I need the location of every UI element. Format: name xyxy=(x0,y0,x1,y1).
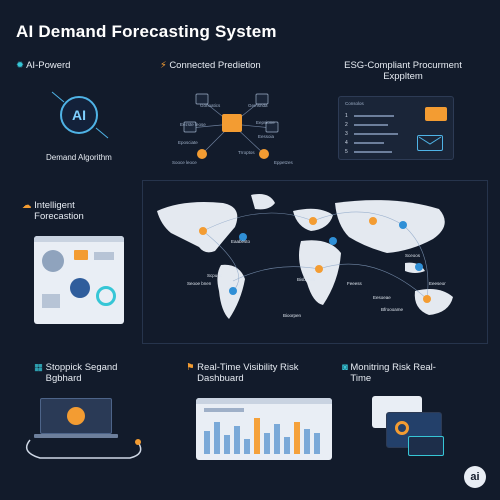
pie-icon xyxy=(395,421,409,435)
map-label: Scpuoc xyxy=(207,273,223,278)
forecast-dashboard xyxy=(34,236,124,324)
esg-list: 1 2 3 4 5 xyxy=(345,111,398,156)
chart-bar xyxy=(214,422,220,454)
map-label: Bisbirses xyxy=(297,277,316,282)
chart-bar xyxy=(294,422,300,454)
connected-title: Connected Predietion xyxy=(169,60,261,71)
ai-connector-lines xyxy=(51,91,109,139)
map-label: Eeeseor xyxy=(429,281,446,286)
node-label: Eepsione xyxy=(256,120,275,125)
chart-bar xyxy=(254,418,260,454)
laptop-screen xyxy=(40,398,112,434)
ai-chip-label: AI xyxy=(72,107,86,123)
ai-chip-icon: AI xyxy=(60,96,98,134)
row-number: 1 xyxy=(345,112,348,119)
doc-icon xyxy=(42,294,60,308)
node-label: Sooce leoce xyxy=(172,160,197,165)
page-title: AI Demand Forecasting System xyxy=(16,22,277,41)
row-number: 3 xyxy=(345,130,348,137)
node-label: Eposciate xyxy=(178,140,198,145)
intelligent-header: ☁ Intelligent Forecastion xyxy=(22,200,104,222)
map-label: Eesoeae xyxy=(373,295,391,300)
chart-icon xyxy=(74,250,88,260)
node-label: Eessoia xyxy=(258,134,275,139)
node-label: Eezste leose xyxy=(180,122,206,127)
node-label: Eppetzes xyxy=(274,160,293,165)
list-item: 2 xyxy=(345,120,398,129)
stoppick-title: Stoppick Segand Bgbhard xyxy=(45,362,118,384)
row-bar xyxy=(353,150,392,153)
chart-bar xyxy=(234,426,240,454)
calendar-icon xyxy=(94,252,114,260)
list-item: 4 xyxy=(345,138,398,147)
list-item: 1 xyxy=(345,111,398,120)
ai-powered-header: ✹ AI-Powerd xyxy=(16,60,146,71)
chart-bar xyxy=(204,430,210,454)
list-item: 3 xyxy=(345,129,398,138)
ai-powered-caption: Demand Algorithm xyxy=(46,153,112,162)
chart-bar xyxy=(284,437,290,454)
gauge-icon xyxy=(96,286,116,306)
map-label: Sceoos xyxy=(405,253,421,258)
chart-bar xyxy=(314,432,320,454)
link-icon: ⚡ xyxy=(160,60,167,71)
node-label: Trroptos xyxy=(238,150,255,155)
esg-panel: Consolos 1 2 3 4 5 xyxy=(338,96,454,160)
monitoring-header: ◙ Monitring Risk Real-Time xyxy=(342,362,440,384)
chart-bar xyxy=(304,428,310,454)
map-label: Seooe bnen xyxy=(187,281,212,286)
connected-header: ⚡ Connected Predietion xyxy=(160,60,261,71)
world-map: Eaabesto Scpuoc Seooe bnen Bisbirses Fee… xyxy=(142,180,488,344)
window-bar xyxy=(34,236,124,242)
alert-icon xyxy=(67,407,85,425)
avatar-icon xyxy=(42,250,64,272)
row-bar xyxy=(353,141,384,144)
stoppick-header: ▦ Stoppick Segand Bgbhard xyxy=(34,362,136,384)
esg-title: ESG-Compliant Procurment Exppltem xyxy=(344,60,462,82)
chart-bar xyxy=(244,439,250,454)
laptop-base xyxy=(34,434,118,438)
gear-icon: ✹ xyxy=(16,60,24,71)
map-label: Bfroooame xyxy=(381,307,404,312)
dashboard-heading-bar xyxy=(204,408,244,412)
watermark-logo: ai xyxy=(464,466,486,488)
row-bar xyxy=(353,114,394,117)
ai-powered-title: AI-Powerd xyxy=(26,60,71,71)
row-bar xyxy=(353,123,388,126)
node-label: Gonoatics xyxy=(200,103,221,108)
risk-dashboard xyxy=(196,398,332,460)
ai-badge-icon: ◙ xyxy=(342,362,348,373)
cloud-icon: ☁ xyxy=(22,200,32,211)
cloud-sync-icon xyxy=(70,278,90,298)
node-label: Gemsnda xyxy=(248,103,268,108)
row-number: 4 xyxy=(345,139,348,146)
list-item: 5 xyxy=(345,147,398,156)
bar-chart xyxy=(204,416,324,454)
chart-bar xyxy=(224,434,230,454)
realtime-header: ⚑ Real-Time Visibility Risk Dashbuard xyxy=(186,362,307,384)
chart-bar xyxy=(264,432,270,454)
monitoring-title: Monitring Risk Real-Time xyxy=(350,362,436,384)
map-label: Eaabesto xyxy=(231,239,251,244)
map-svg xyxy=(157,194,453,319)
monitor-window-small xyxy=(408,436,444,456)
envelope-icon xyxy=(417,135,443,151)
intelligent-title: Intelligent Forecastion xyxy=(34,200,84,222)
flag-icon: ⚑ xyxy=(186,362,195,373)
connected-network xyxy=(183,93,279,159)
section-ai-powered: ✹ AI-Powerd xyxy=(16,60,146,71)
cable-path xyxy=(25,439,142,459)
map-label: Bioorpen xyxy=(283,313,302,318)
map-label: Feeess xyxy=(347,281,362,286)
realtime-title: Real-Time Visibility Risk Dashbuard xyxy=(197,362,299,384)
esg-list-header: Consolos xyxy=(345,101,364,106)
row-bar xyxy=(353,132,398,135)
chart-bar xyxy=(274,424,280,454)
grid-icon: ▦ xyxy=(34,362,43,373)
window-bar xyxy=(196,398,332,404)
row-number: 2 xyxy=(345,121,348,128)
row-number: 5 xyxy=(345,148,348,155)
procurement-icon xyxy=(425,107,447,121)
